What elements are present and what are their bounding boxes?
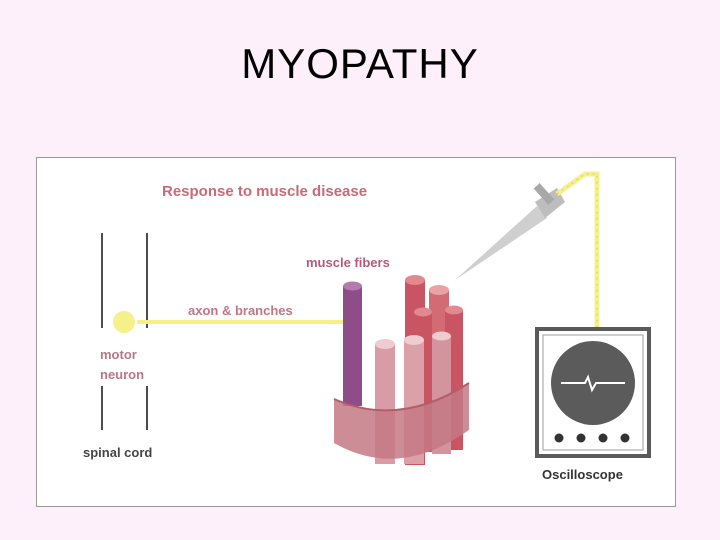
motor-neuron-icon (113, 311, 135, 333)
electrode-cable (555, 171, 600, 328)
slide-title: MYOPATHY (241, 40, 479, 87)
diagram-heading: Response to muscle disease (162, 183, 368, 200)
muscle-fibers-label: muscle fibers (306, 255, 390, 270)
oscilloscope-icon (535, 327, 651, 458)
spinal-cord-label: spinal cord (83, 445, 153, 460)
diagram-graphic (101, 171, 651, 465)
axon-branches-label: axon & branches (188, 303, 293, 318)
muscle-band (334, 383, 469, 459)
motor-neuron-label: motor neuron (100, 345, 144, 385)
motor-label-line2: neuron (100, 367, 145, 382)
oscilloscope-label: Oscilloscope (542, 467, 623, 482)
motor-label-line1: motor (100, 347, 137, 362)
spinal-cord-lines (101, 233, 148, 430)
needle-electrode-icon (455, 183, 565, 280)
myopathy-diagram: Response to muscle disease muscle fibers… (36, 157, 676, 507)
